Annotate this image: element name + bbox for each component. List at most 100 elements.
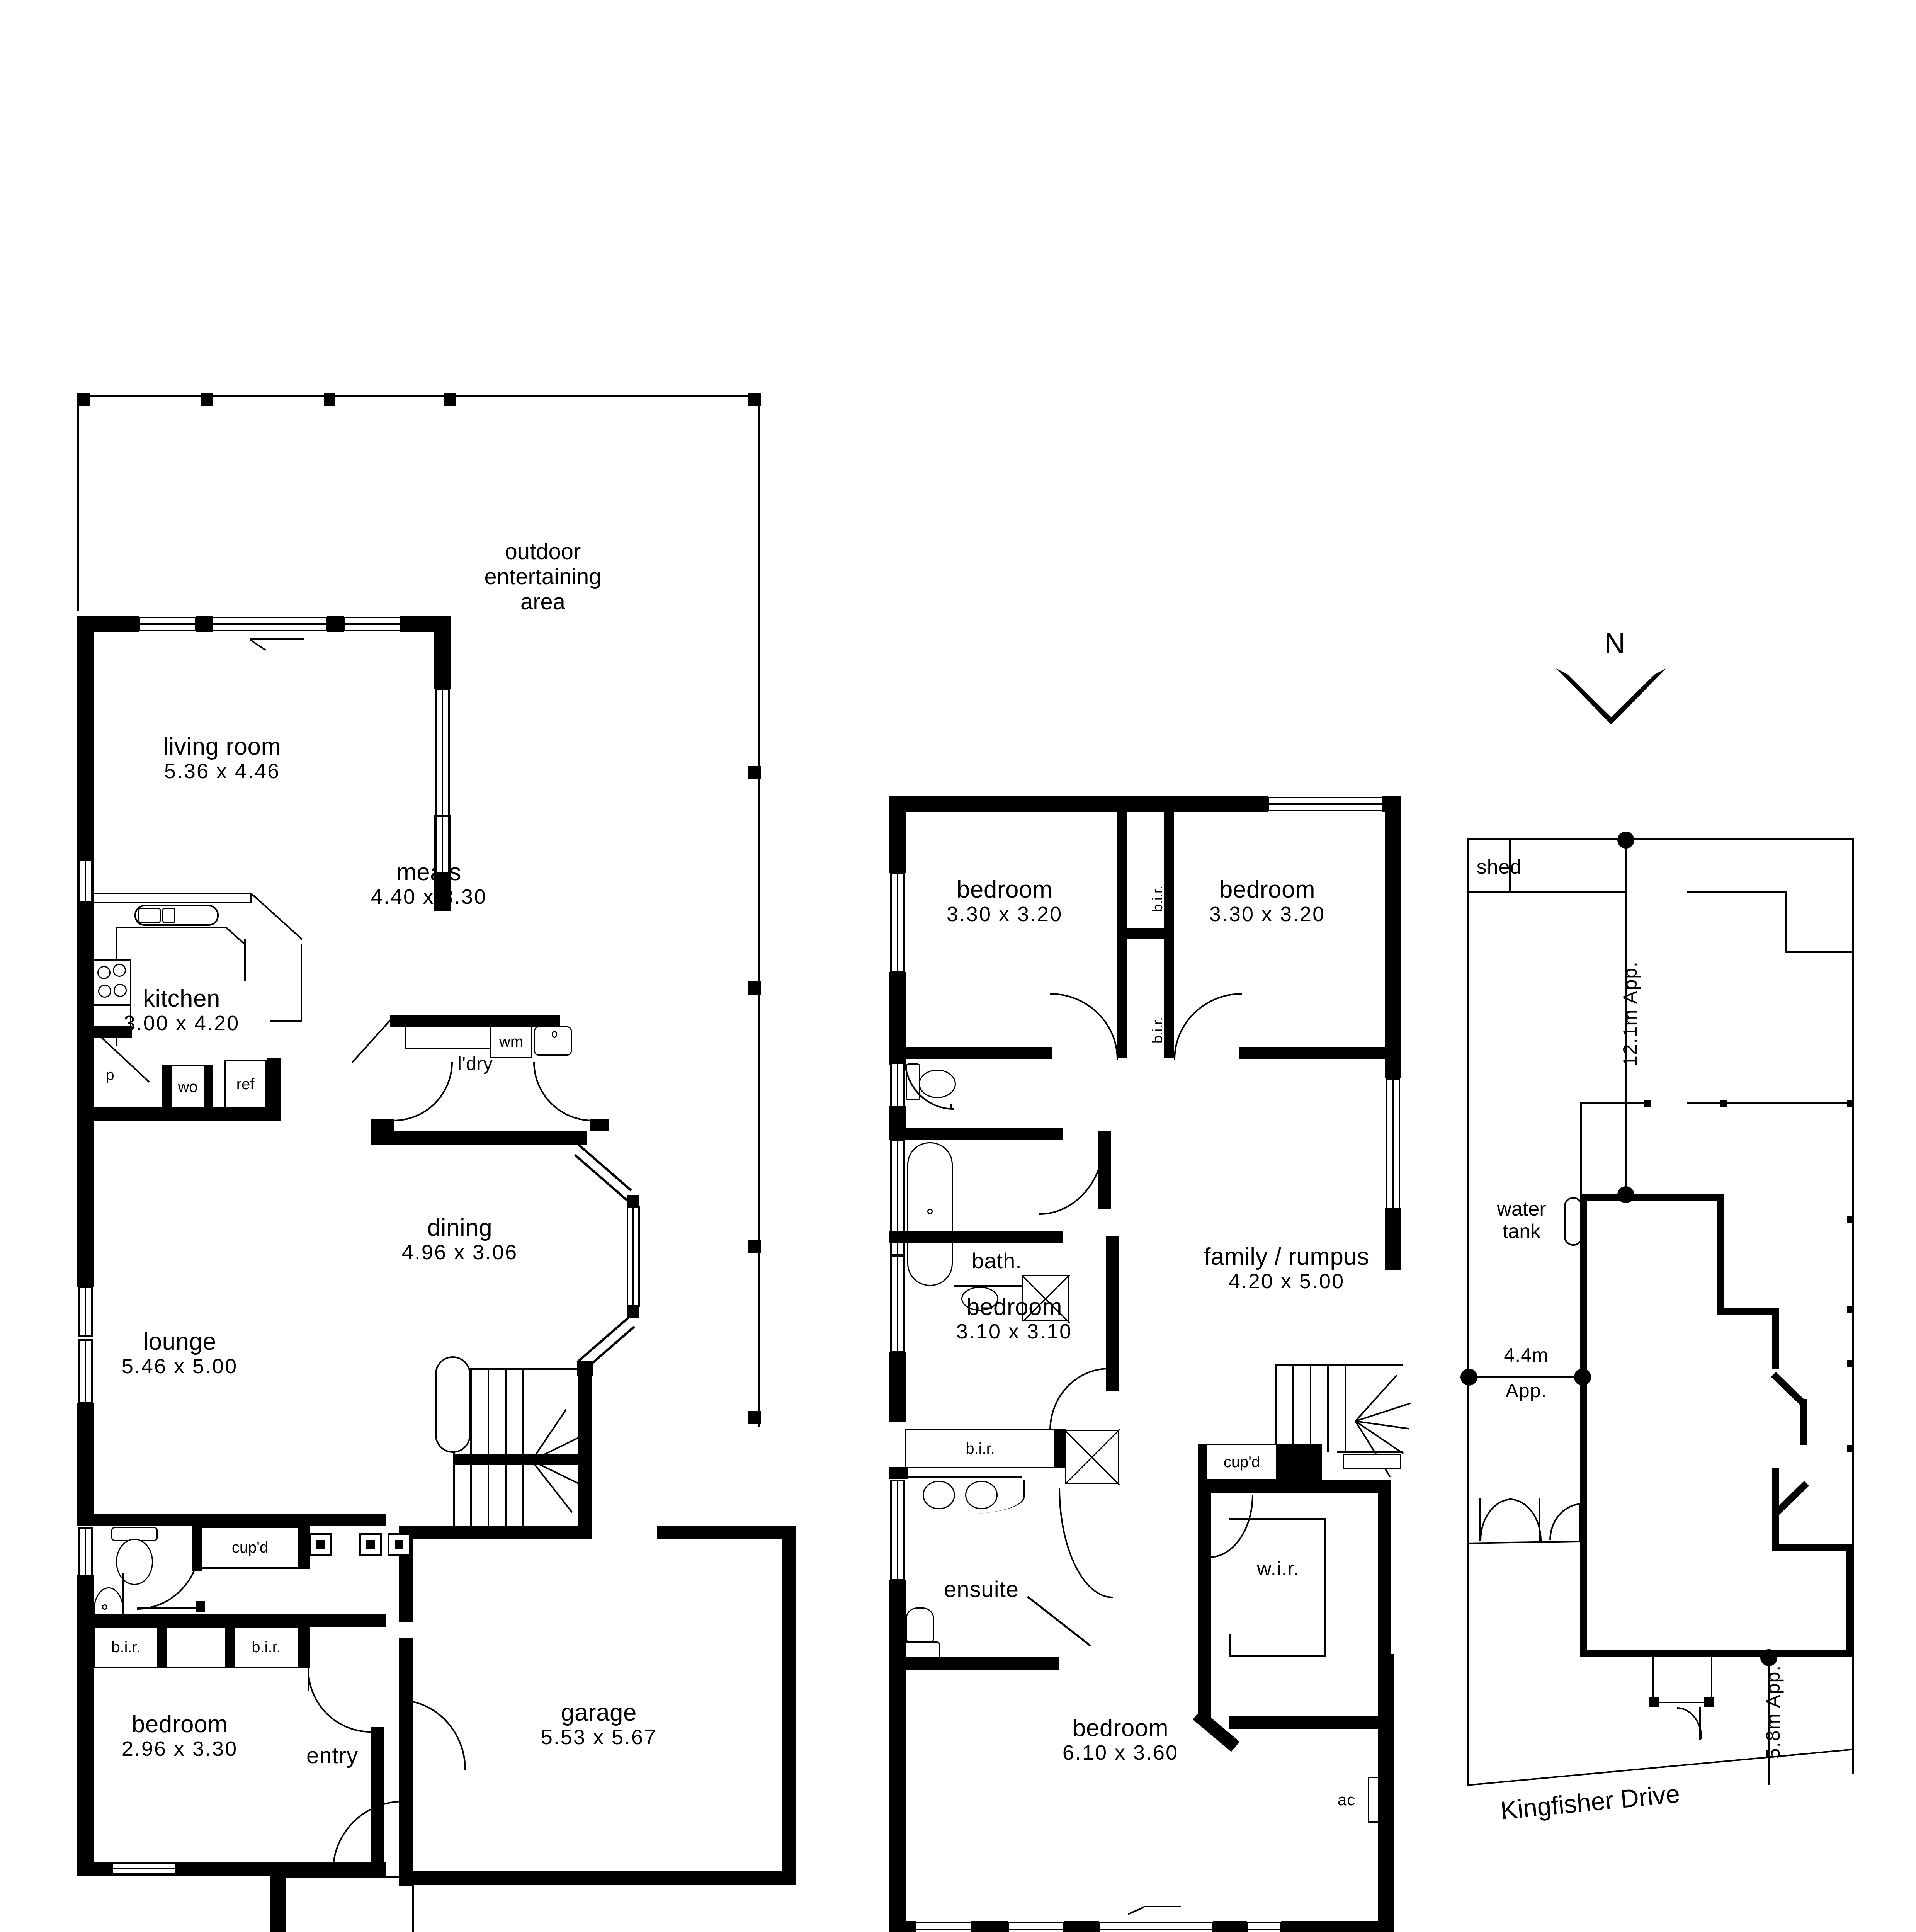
dimension-line-4-4 — [1468, 1376, 1581, 1378]
stair-mid-wall — [453, 1454, 580, 1465]
driveway-base — [1467, 1540, 1582, 1544]
ff-ensuite-bottom-wall — [889, 1580, 906, 1665]
wall-mullion — [1213, 1921, 1247, 1932]
ff-master-bottom-wall-2 — [1281, 1921, 1394, 1932]
garage-right-wall — [782, 1526, 796, 1885]
porch-left-wall — [270, 1876, 286, 1932]
fixture-cupboard-ground: cup'd — [201, 1526, 299, 1569]
ensuite-vanity-curve — [907, 1480, 1025, 1514]
door-swing-entry — [332, 1801, 403, 1871]
dining-top-nib — [371, 1121, 386, 1134]
site-house-left-wall — [1580, 1194, 1587, 1656]
window-master-1 — [915, 1922, 972, 1932]
window-wc — [78, 1527, 93, 1577]
fixture-washing-machine: wm — [490, 1026, 532, 1058]
room-dimension: 5.36 x 4.46 — [164, 759, 281, 783]
door-swing-ensuite — [1059, 1488, 1113, 1598]
window-bay-middle — [627, 1206, 640, 1307]
power-point-dot — [316, 1540, 325, 1549]
dining-top-wall — [371, 1131, 587, 1145]
stair-tread — [522, 1369, 524, 1456]
wall-mullion — [1064, 1921, 1099, 1932]
trough-drain — [552, 1031, 557, 1038]
shed-right — [1509, 838, 1511, 893]
dimension-dot — [1617, 832, 1634, 849]
cupd-right-nib — [298, 1526, 310, 1569]
meals-right-wall — [434, 872, 451, 911]
wall-mullion — [971, 1921, 1008, 1932]
site-nib — [1720, 1100, 1727, 1107]
site-nib — [1847, 1216, 1853, 1223]
window-ff-ensuite — [890, 1480, 905, 1580]
ldry-angled-wall — [352, 1019, 392, 1063]
kitchen-left-wall — [77, 902, 94, 1134]
house-mid-outline-h1 — [1580, 1102, 1649, 1104]
water-tank-label: water tank — [1497, 1198, 1546, 1243]
fixture-cupboard-ff: cup'd — [1205, 1444, 1278, 1481]
driveway-edge-right — [1579, 1503, 1581, 1542]
site-house-step-right-2 — [1772, 1308, 1779, 1369]
kitchen-bench-top — [93, 893, 252, 903]
site-porch-post-right — [1704, 1697, 1714, 1707]
dimension-dot — [1574, 1369, 1591, 1386]
ff-wc-left-wall — [889, 1026, 906, 1065]
dimension-4-4m-app: App. — [1505, 1380, 1547, 1401]
nib-marker — [748, 393, 761, 406]
room-name: garage — [561, 1699, 637, 1726]
bedroom-left-wall-lower — [77, 1672, 94, 1865]
burner — [113, 964, 126, 977]
dimension-4-4m: 4.4m — [1504, 1344, 1549, 1366]
house-outline-top-left — [1467, 891, 1625, 893]
room-dimension: 3.30 x 3.20 — [946, 902, 1063, 926]
door-swing-ff-bed3 — [1049, 1368, 1109, 1430]
wir-shelf-left — [1229, 1634, 1231, 1657]
wir-shelf-top — [1229, 1518, 1326, 1520]
room-dimension: 3.10 x 3.10 — [956, 1320, 1073, 1343]
room-living-room: living room 5.36 x 4.46 — [81, 734, 363, 782]
wc-basin-drain — [102, 1604, 107, 1610]
ff-bir-right-nib — [1055, 1429, 1066, 1468]
wir-shelf-bottom — [1229, 1655, 1326, 1657]
garage-bottom-wall — [399, 1871, 796, 1885]
driveway-curve-right — [1509, 1498, 1542, 1541]
stair-tread — [1327, 1365, 1329, 1452]
door-swing-wir — [1209, 1495, 1253, 1558]
driveway-edge-mid — [1539, 1498, 1540, 1541]
ff-stair-outline-top — [1275, 1364, 1403, 1366]
stair-tread — [505, 1464, 507, 1534]
ff-wir-right-wall — [1378, 1480, 1391, 1654]
street-label-kingfisher-drive: Kingfisher Drive — [1499, 1779, 1681, 1825]
stair-tread — [488, 1464, 489, 1534]
site-house-top-wall — [1580, 1194, 1724, 1201]
room-dimension: 4.96 x 3.06 — [401, 1240, 518, 1264]
dimension-12-1m: 12.1m App. — [1619, 961, 1641, 1066]
stair-tread — [470, 1464, 472, 1534]
nib-marker — [324, 393, 335, 406]
room-dimension: 3.30 x 3.20 — [1209, 902, 1326, 926]
ff-bath-basin — [961, 1287, 998, 1311]
sink-bowl-2 — [162, 908, 175, 923]
door-swing-ff-bed1 — [1050, 993, 1118, 1060]
room-bedroom-ground: bedroom 2.96 x 3.30 — [79, 1711, 280, 1760]
site-porch-post-left — [1649, 1697, 1659, 1707]
power-point-dot — [366, 1540, 375, 1549]
stair-tread — [505, 1369, 507, 1456]
ff-master-right-wall — [1378, 1654, 1394, 1932]
kitchen-island-top — [116, 927, 227, 928]
sink-bowl-1 — [138, 908, 161, 923]
ff-cupd-right-nib — [1276, 1444, 1322, 1481]
kitchen-bottom-wall — [77, 1026, 132, 1038]
power-point-marker — [359, 1533, 382, 1556]
ff-ensuite-bottom-wall-2 — [889, 1657, 1059, 1670]
room-name: lounge — [143, 1328, 216, 1355]
burner — [114, 984, 127, 997]
kitchen-island-diag — [226, 927, 246, 946]
fixture-bir-upper: b.i.r. — [1149, 885, 1165, 912]
stair-winder — [1355, 1420, 1404, 1454]
slide-arrow-line — [250, 638, 304, 640]
ff-bathtub — [907, 1142, 953, 1286]
fixture-bir-right: b.i.r. — [233, 1626, 299, 1668]
nib-marker — [748, 1411, 761, 1424]
site-nib — [1847, 1445, 1853, 1452]
window-master-2 — [1008, 1922, 1065, 1932]
